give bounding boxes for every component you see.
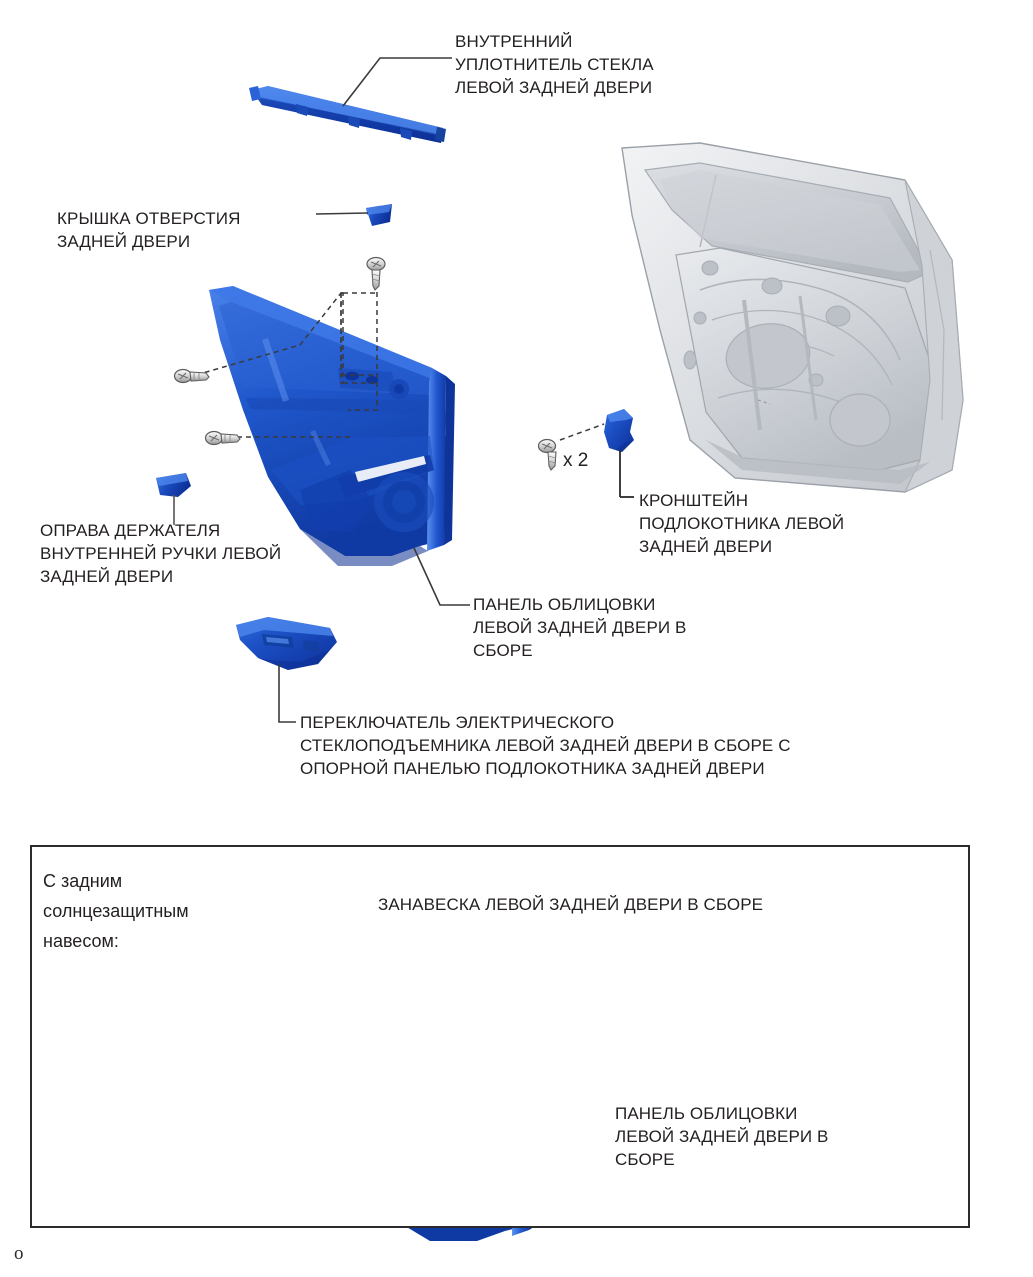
fastener-screw-top: [366, 256, 386, 291]
illustration-door-frame: [621, 142, 964, 494]
part-hole-cover: [315, 204, 392, 226]
variant-note-title: С задним солнцезащитным навесом:: [43, 871, 189, 951]
fastener-screw-lower-left: [204, 430, 241, 446]
leader-trim-panel: [413, 547, 470, 606]
assembly-guide-lines: [195, 283, 378, 438]
fastener-screw-left: [173, 368, 210, 384]
assembly-guide-box: [340, 292, 378, 384]
part-power-window-switch: [236, 617, 337, 723]
label-window-weatherstrip: ВНУТРЕННИЙ УПЛОТНИТЕЛЬ СТЕКЛА ЛЕВОЙ ЗАДН…: [455, 32, 654, 97]
part-window-weatherstrip: [249, 57, 452, 143]
label-trim-panel-assembly: ПАНЕЛЬ ОБЛИЦОВКИ ЛЕВОЙ ЗАДНЕЙ ДВЕРИ В СБ…: [473, 595, 687, 660]
footer-page-mark: o: [14, 1243, 24, 1264]
label-trim-panel-assembly-variant: ПАНЕЛЬ ОБЛИЦОВКИ ЛЕВОЙ ЗАДНЕЙ ДВЕРИ В СБ…: [615, 1104, 829, 1169]
label-hole-cover: КРЫШКА ОТВЕРСТИЯ ЗАДНЕЙ ДВЕРИ: [57, 209, 241, 251]
part-armrest-bracket: [604, 409, 634, 498]
quantity-note-x2: x 2: [563, 450, 589, 471]
variant-section-box: [30, 845, 970, 1228]
label-power-window-switch: ПЕРЕКЛЮЧАТЕЛЬ ЭЛЕКТРИЧЕСКОГО СТЕКЛОПОДЪЕ…: [300, 713, 791, 778]
label-sunshade-curtain: ЗАНАВЕСКА ЛЕВОЙ ЗАДНЕЙ ДВЕРИ В СБОРЕ: [378, 895, 764, 914]
label-inner-handle-bezel: ОПРАВА ДЕРЖАТЕЛЯ ВНУТРЕННЕЙ РУЧКИ ЛЕВОЙ …: [40, 521, 282, 586]
part-inner-handle-bezel: [156, 473, 191, 525]
label-armrest-bracket: КРОНШТЕЙН ПОДЛОКОТНИКА ЛЕВОЙ ЗАДНЕЙ ДВЕР…: [639, 491, 845, 556]
